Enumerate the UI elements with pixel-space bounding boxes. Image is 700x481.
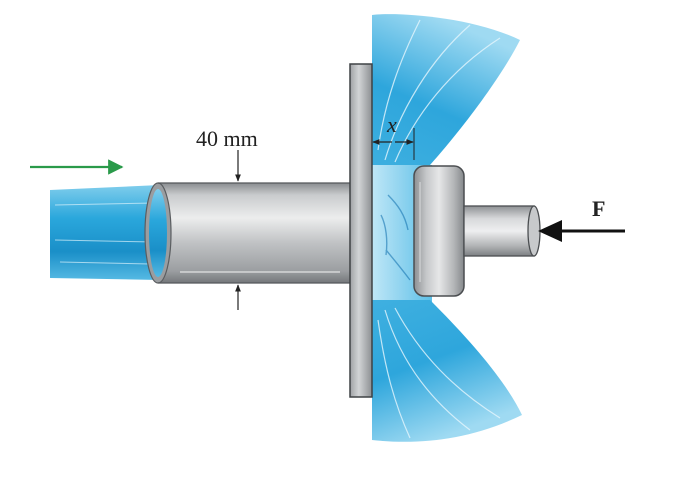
incoming-water-jet (50, 185, 160, 280)
pipe-body (144, 182, 354, 284)
disk (413, 165, 465, 297)
gap-dimension: x (372, 112, 415, 160)
water-spray (372, 14, 522, 442)
water-spray-bottom (372, 300, 522, 442)
diameter-label: 40 mm (196, 126, 258, 151)
force-label: F (592, 196, 605, 221)
water-spray-top (372, 14, 520, 175)
force-arrow: F (538, 196, 625, 242)
diameter-dimension: 40 mm (196, 126, 258, 310)
gap-label: x (386, 112, 397, 137)
rod (463, 205, 541, 257)
flange-plate (349, 63, 373, 398)
